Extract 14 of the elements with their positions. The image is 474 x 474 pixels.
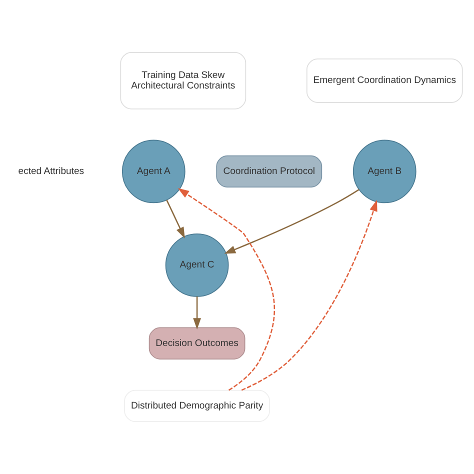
node-circle: Agent B [352, 140, 416, 204]
node-circle: Agent C [165, 234, 229, 297]
arrow [241, 200, 378, 391]
node-circle: Agent A [122, 140, 186, 204]
arrow [166, 200, 185, 239]
arrow [178, 188, 275, 391]
label: ected Attributes [18, 166, 84, 177]
node-box: Decision Outcomes [148, 327, 246, 360]
arrow [193, 296, 202, 330]
node-box: Training Data Skew Architectural Constraints [120, 52, 246, 110]
node-box: Distributed Demographic Parity [124, 390, 270, 422]
node-box: Coordination Protocol [216, 155, 322, 188]
arrow [224, 189, 360, 254]
node-box: Emergent Coordination Dynamics [306, 58, 463, 103]
